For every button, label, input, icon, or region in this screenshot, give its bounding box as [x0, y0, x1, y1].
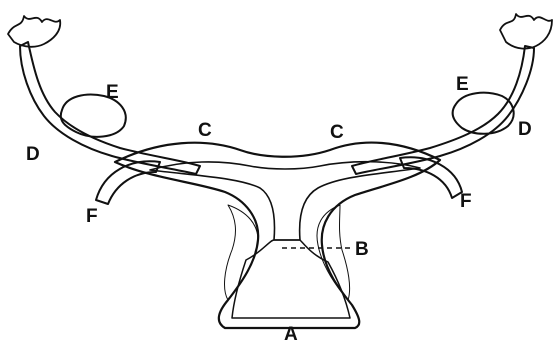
label-b: B — [355, 239, 369, 260]
label-a: A — [284, 324, 298, 343]
label-d-right: D — [518, 119, 532, 140]
cervix-shade-left — [225, 205, 258, 300]
ovary-right — [453, 93, 514, 134]
label-e-right: E — [456, 74, 469, 95]
label-f-right: F — [460, 191, 472, 212]
label-e-left: E — [106, 82, 119, 103]
fallopian-tube-left — [20, 42, 200, 174]
fimbriae-left — [8, 16, 60, 47]
uterus-body — [115, 143, 440, 328]
cervix-shade-right — [317, 205, 350, 300]
label-c-left: C — [198, 120, 212, 141]
fallopian-tube-right — [352, 46, 534, 174]
label-c-right: C — [330, 122, 344, 143]
label-d-left: D — [26, 144, 40, 165]
label-f-left: F — [86, 206, 98, 227]
fimbriae-right — [500, 14, 552, 49]
